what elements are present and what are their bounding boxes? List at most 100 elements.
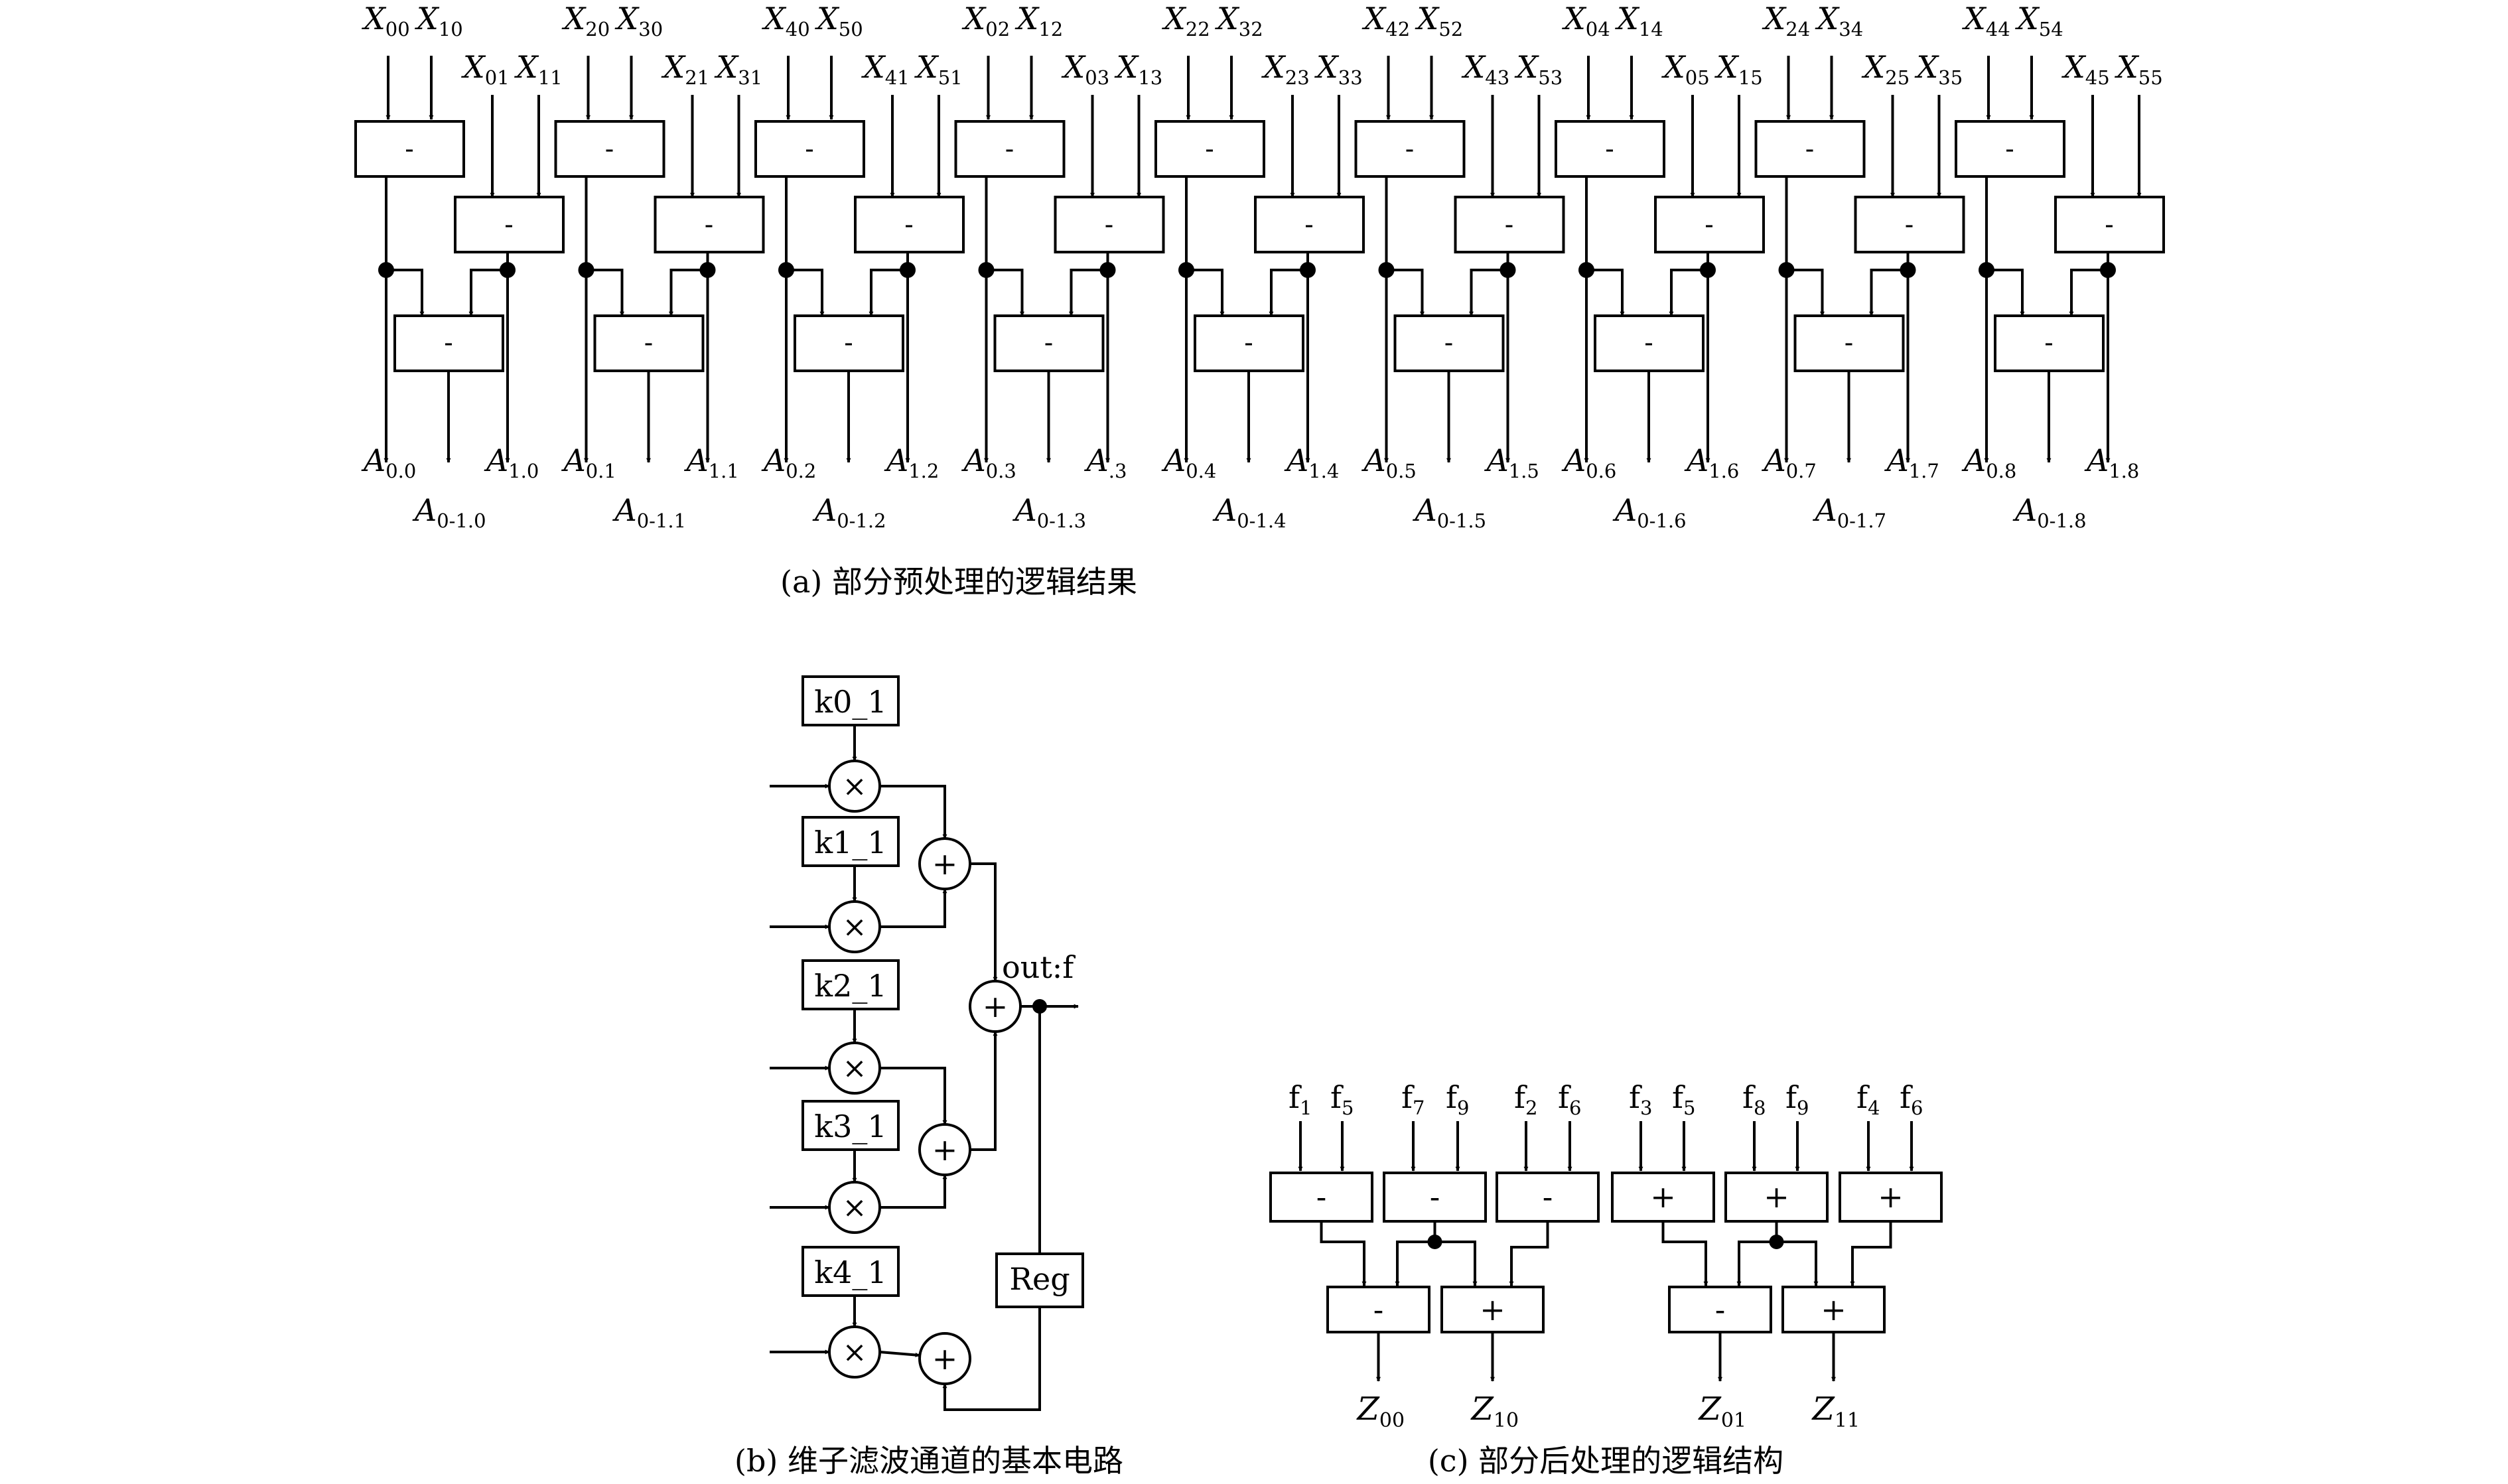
filter-tap-0: k0_1×: [770, 675, 900, 813]
subtractor-box: [954, 120, 1066, 178]
subtractor-box: [554, 120, 665, 178]
sum-path: [880, 785, 947, 839]
adder-symbol: +: [932, 1132, 958, 1168]
operator-label: -: [1543, 1179, 1553, 1215]
subtractor-box: [1654, 196, 1765, 253]
operator-label: -: [1705, 210, 1714, 240]
input-label: X52: [1415, 1, 1464, 40]
sum-path: [879, 1351, 920, 1357]
input-label: X25: [1862, 49, 1910, 89]
operator-label: -: [1845, 328, 1854, 358]
sum-path: [880, 888, 947, 928]
input-label: X13: [1115, 49, 1163, 89]
caption-a: (a) 部分预处理的逻辑结果: [780, 564, 1137, 600]
operator-label: +: [1480, 1292, 1505, 1327]
operator-label: -: [1316, 1179, 1327, 1215]
coefficient-box: [801, 816, 900, 867]
input-label: X34: [1815, 1, 1864, 40]
branch-arrow: [468, 269, 508, 316]
stage1-box: [1724, 1172, 1829, 1223]
operator-label: -: [1715, 1292, 1726, 1327]
operator-label: -: [605, 134, 614, 165]
subtractor-box: [1454, 196, 1565, 253]
output-label: A1.7: [1884, 442, 1939, 482]
output-label: A0-1.3: [1012, 492, 1087, 532]
output-label: Z00: [1356, 1390, 1405, 1432]
operator-label: +: [1821, 1292, 1846, 1327]
input-label: X54: [2015, 1, 2063, 40]
input-label: X50: [815, 1, 863, 40]
subtractor-box: [754, 120, 865, 178]
input-label: f9: [1785, 1079, 1809, 1119]
operator-label: -: [904, 210, 914, 240]
operator-label: -: [2044, 328, 2054, 358]
output-label: A0.2: [761, 442, 816, 482]
sum-path: [970, 1031, 998, 1151]
coefficient-label: k3_1: [814, 1109, 886, 1144]
operator-label: -: [2105, 210, 2114, 240]
operator-label: -: [1044, 328, 1054, 358]
connection-arrow: [1320, 1221, 1367, 1286]
coefficient-label: k4_1: [814, 1254, 886, 1290]
input-label: X14: [1615, 1, 1663, 40]
branch-arrow: [1386, 269, 1425, 316]
branch-arrow: [1186, 269, 1225, 316]
output-label: A1.8: [2084, 442, 2139, 482]
stage2-box: [1326, 1286, 1430, 1333]
subtractor-box: [1154, 120, 1265, 178]
operator-label: -: [1005, 134, 1014, 165]
input-label: X51: [914, 49, 963, 89]
output-label: A0-1.8: [2012, 492, 2087, 532]
input-label: f4: [1856, 1079, 1880, 1119]
operator-label: -: [1205, 134, 1214, 165]
subtractor-box: [1555, 120, 1665, 178]
input-label: f5: [1330, 1079, 1354, 1119]
output-label: A1.5: [1484, 442, 1539, 482]
output-label: A0-1.5: [1413, 492, 1487, 532]
operator-label: -: [1244, 328, 1253, 358]
output-label: A0-1.0: [412, 492, 486, 532]
connection-arrow: [1434, 1241, 1478, 1286]
connection-arrow: [1736, 1241, 1777, 1286]
operator-label: -: [1444, 328, 1454, 358]
register-label: Reg: [1009, 1261, 1070, 1297]
subtractor-box: [1754, 120, 1866, 178]
operator-label: -: [405, 134, 414, 165]
operator-label: -: [805, 134, 814, 165]
coefficient-box: [801, 1246, 900, 1297]
coefficient-box: [801, 1100, 900, 1151]
output-label: A0.5: [1361, 442, 1417, 482]
coefficient-box: [801, 959, 900, 1010]
input-label: X00: [362, 1, 410, 40]
output-label: Z01: [1698, 1390, 1747, 1432]
filter-tap-2: k2_1×: [770, 959, 900, 1095]
output-label: A0.0: [361, 442, 416, 482]
connection-arrow: [1395, 1241, 1435, 1286]
filter-tap-1: k1_1×: [770, 816, 900, 953]
branch-arrow: [1269, 269, 1308, 316]
output-label: A0-1.2: [812, 492, 886, 532]
branch-arrow: [1586, 269, 1625, 316]
output-label: A1.1: [684, 442, 739, 482]
input-label: f2: [1514, 1079, 1537, 1119]
input-label: f6: [1558, 1079, 1581, 1119]
input-label: X42: [1362, 1, 1411, 40]
stage1-box: [1496, 1172, 1600, 1223]
input-label: f5: [1672, 1079, 1695, 1119]
branch-arrow: [2069, 269, 2108, 316]
output-label: A1.0: [484, 442, 539, 482]
input-label: X40: [762, 1, 810, 40]
multiplier-symbol: ×: [843, 1051, 867, 1085]
operator-label: -: [844, 328, 853, 358]
input-label: X45: [2061, 49, 2110, 89]
input-label: X33: [1314, 49, 1363, 89]
branch-arrow: [1786, 269, 1825, 316]
